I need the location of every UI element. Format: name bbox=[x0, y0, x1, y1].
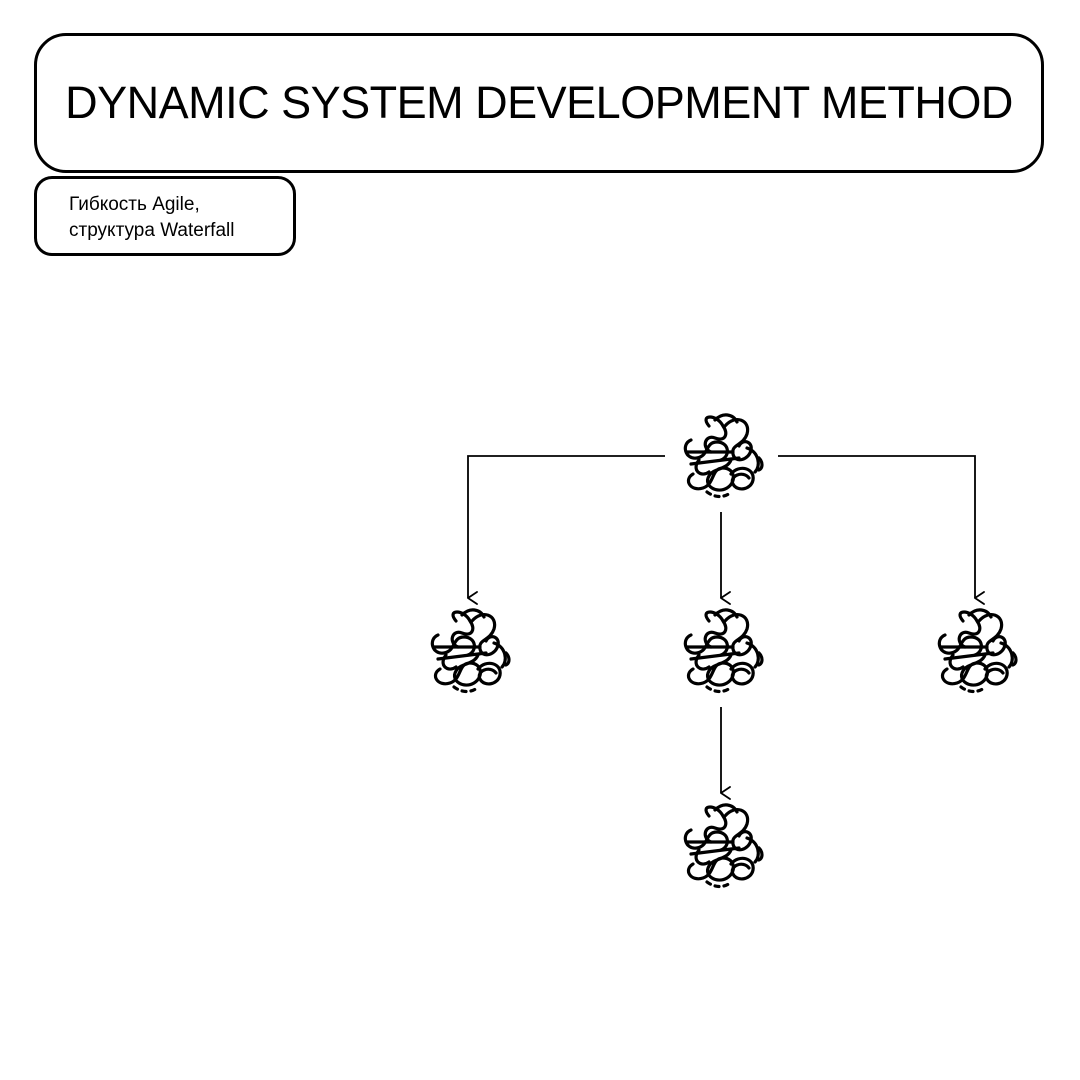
edge-top-to-left bbox=[467, 455, 665, 605]
node-left-tangle-icon bbox=[430, 608, 511, 694]
title-box: DYNAMIC SYSTEM DEVELOPMENT METHOD bbox=[34, 33, 1044, 173]
page-title: DYNAMIC SYSTEM DEVELOPMENT METHOD bbox=[65, 77, 1013, 128]
diagram-edges bbox=[467, 455, 985, 800]
node-middle-tangle-icon bbox=[683, 608, 764, 694]
node-right-tangle-icon bbox=[937, 608, 1018, 694]
node-bottom-tangle-icon bbox=[683, 803, 764, 889]
subtitle-line-1: Гибкость Agile, bbox=[69, 194, 200, 215]
node-top-tangle-icon bbox=[683, 413, 764, 499]
subtitle-box: Гибкость Agile, структура Waterfall bbox=[34, 176, 296, 256]
edge-top-to-right bbox=[778, 455, 985, 605]
subtitle-line-2: структура Waterfall bbox=[69, 220, 235, 241]
diagram-nodes bbox=[430, 413, 1018, 889]
